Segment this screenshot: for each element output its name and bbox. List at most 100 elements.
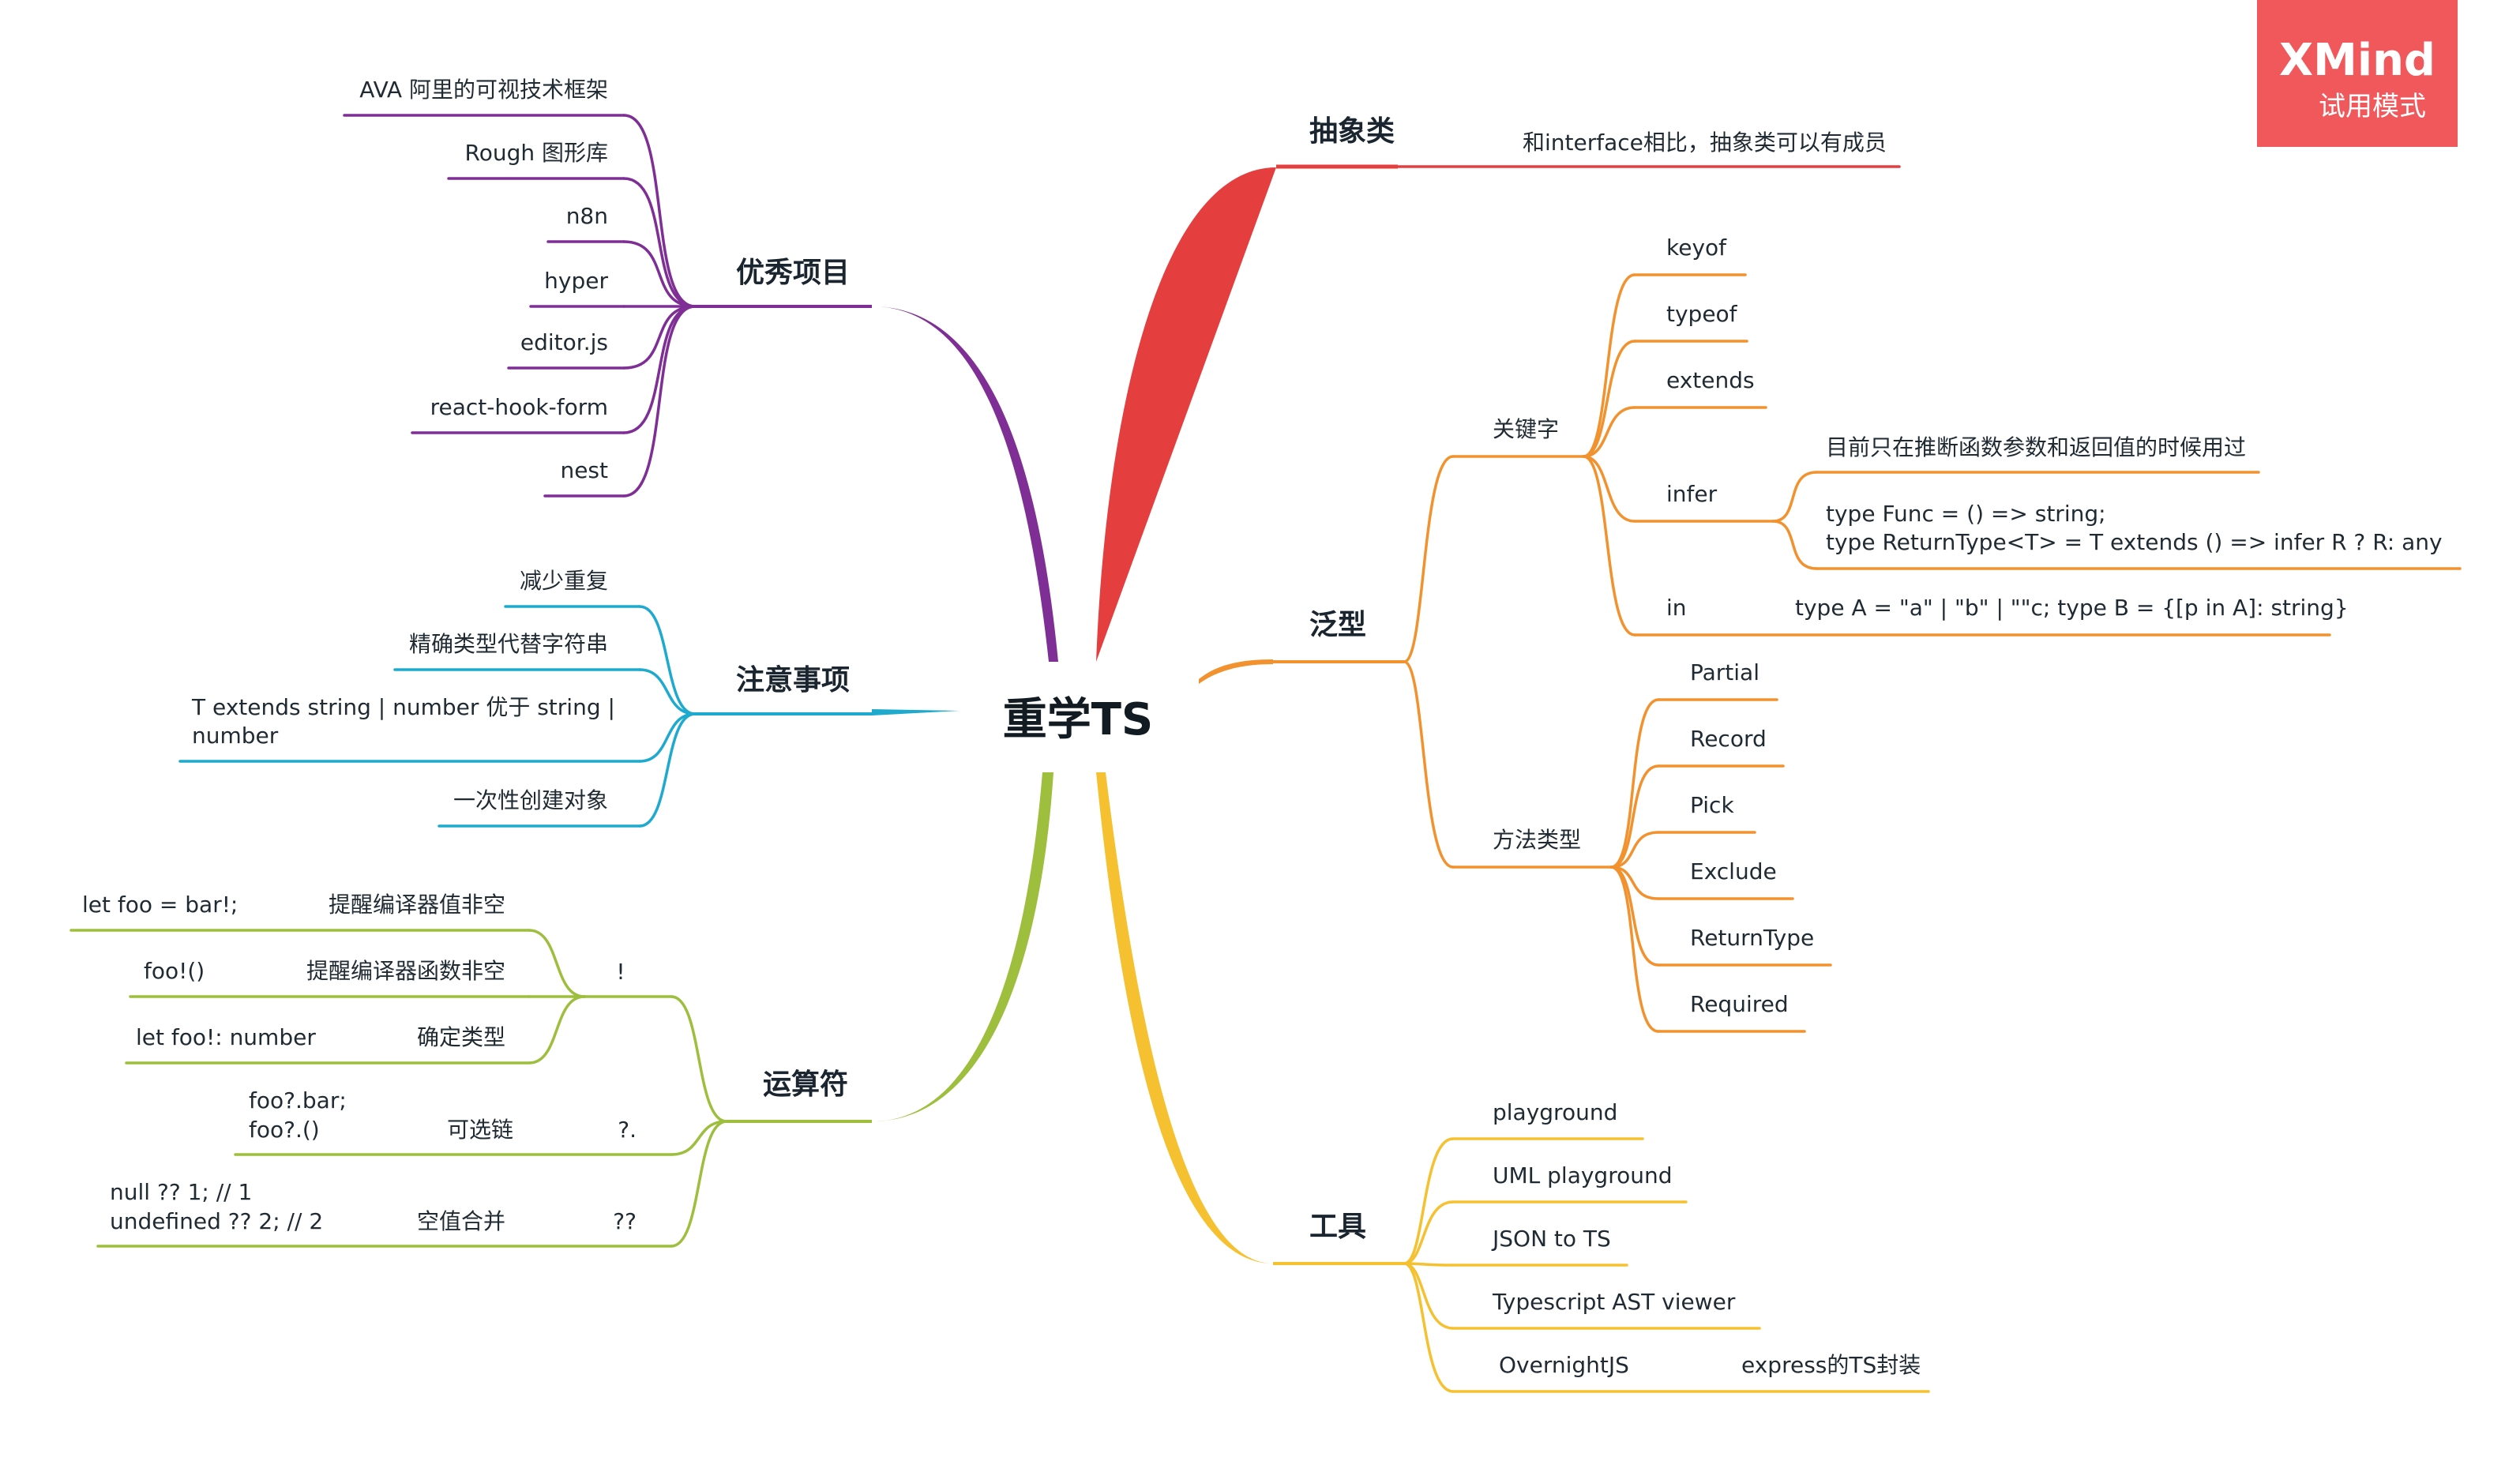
tool-overnightjs[interactable]: OvernightJS	[1499, 1352, 1629, 1378]
optional-chain-desc[interactable]: 可选链	[447, 1117, 513, 1143]
branch-label-tools[interactable]: 工具	[1309, 1211, 1366, 1243]
connector-method-types	[1403, 660, 1455, 869]
method-type-returntype[interactable]: ReturnType	[1690, 925, 1814, 951]
connector-infer-note-1	[1771, 520, 1818, 570]
tool-uml-playground[interactable]: UML playground	[1493, 1162, 1673, 1189]
branch-notes: 注意事项 减少重复 精确类型代替字符串 T extends string | n…	[178, 568, 960, 828]
nullish-example-1[interactable]: undefined ?? 2; // 2	[110, 1208, 323, 1234]
note-precise-types[interactable]: 精确类型代替字符串	[409, 631, 608, 657]
not-null-example-0[interactable]: let foo = bar!;	[82, 892, 238, 918]
method-type-partial[interactable]: Partial	[1690, 659, 1759, 685]
note-extends-union-continued[interactable]: number	[192, 723, 279, 749]
keyword-in[interactable]: in	[1666, 595, 1687, 621]
connector-nullish	[670, 1120, 728, 1248]
project-ava[interactable]: AVA 阿里的可视技术框架	[359, 77, 608, 103]
subtopic-method-types[interactable]: 方法类型	[1493, 827, 1581, 853]
leaf-abstract-0[interactable]: 和interface相比，抽象类可以有成员	[1523, 130, 1887, 156]
connector-project-6	[622, 305, 697, 498]
branch-connector-tools	[1096, 772, 1273, 1264]
nullish-symbol[interactable]: ??	[613, 1208, 637, 1234]
method-type-pick[interactable]: Pick	[1690, 792, 1734, 818]
infer-note-0[interactable]: 目前只在推断函数参数和返回值的时候用过	[1826, 434, 2246, 460]
optional-chain-example-1[interactable]: foo?.()	[249, 1117, 320, 1143]
keyword-extends[interactable]: extends	[1666, 367, 1755, 393]
connector-required	[1609, 866, 1660, 1033]
infer-note-1[interactable]: type Func = () => string;	[1826, 501, 2106, 527]
keyword-infer[interactable]: infer	[1666, 481, 1718, 507]
optional-chain-example-0[interactable]: foo?.bar;	[249, 1087, 347, 1113]
optional-chain-symbol[interactable]: ?.	[618, 1117, 637, 1143]
subtopic-keywords[interactable]: 关键字	[1493, 416, 1559, 442]
branch-connector-projects	[872, 306, 1058, 662]
watermark-title: XMind	[2279, 35, 2435, 86]
project-nest[interactable]: nest	[560, 457, 608, 483]
project-hyper[interactable]: hyper	[544, 268, 608, 294]
branch-operators: 运算符 ! 提醒编译器值非空 let foo = bar!; 提醒编译器函数非空…	[69, 772, 1053, 1248]
branch-label-notes[interactable]: 注意事项	[736, 664, 850, 697]
connector-project-1	[622, 177, 697, 308]
branch-generics: 泛型 关键字 方法类型 keyof typeof extends infer i…	[1199, 235, 2462, 1033]
not-null-desc-1[interactable]: 提醒编译器函数非空	[306, 958, 505, 984]
keyword-in-note[interactable]: type A = "a" | "b" | ""c; type B = {[p i…	[1795, 595, 2349, 621]
method-type-required[interactable]: Required	[1690, 991, 1789, 1017]
connector-returntype	[1609, 866, 1660, 967]
connector-project-5	[622, 305, 697, 434]
tool-overnightjs-note[interactable]: express的TS封装	[1741, 1352, 1921, 1378]
connector-project-0	[622, 114, 697, 308]
project-n8n[interactable]: n8n	[566, 203, 608, 229]
not-null-example-2[interactable]: let foo!: number	[136, 1024, 316, 1050]
connector-infer	[1582, 455, 1636, 523]
not-null-desc-2[interactable]: 确定类型	[417, 1024, 505, 1050]
xmind-watermark: XMind 试用模式	[2257, 0, 2458, 147]
branch-projects: 优秀项目 AVA 阿里的可视技术框架 Rough 图形库 n8n hyper e…	[343, 77, 1058, 662]
tool-json-to-ts[interactable]: JSON to TS	[1491, 1226, 1611, 1252]
tool-playground[interactable]: playground	[1493, 1099, 1617, 1125]
connector-tool-3	[1403, 1262, 1455, 1330]
branch-abstract-class: 抽象类 和interface相比，抽象类可以有成员	[1096, 115, 1901, 662]
connector-extends	[1582, 406, 1636, 458]
connector-tool-4	[1403, 1262, 1455, 1393]
connector-tool-0	[1403, 1137, 1455, 1265]
note-extends-union[interactable]: T extends string | number 优于 string |	[191, 694, 615, 720]
branch-label-operators[interactable]: 运算符	[763, 1068, 848, 1101]
connector-note-3	[638, 712, 697, 828]
project-react-hook-form[interactable]: react-hook-form	[430, 394, 608, 420]
branch-connector-notes	[872, 709, 960, 715]
branch-label-generics[interactable]: 泛型	[1309, 609, 1366, 641]
branch-connector-operators	[872, 772, 1053, 1121]
nullish-desc[interactable]: 空值合并	[417, 1208, 505, 1234]
not-null-desc-0[interactable]: 提醒编译器值非空	[329, 892, 505, 918]
connector-project-4	[622, 305, 697, 370]
branch-tools: 工具 playground UML playground JSON to TS …	[1096, 772, 1930, 1393]
project-editorjs[interactable]: editor.js	[520, 329, 608, 355]
method-type-exclude[interactable]: Exclude	[1690, 858, 1777, 884]
connector-partial	[1609, 698, 1660, 869]
connector-keyof	[1582, 273, 1636, 458]
connector-not-null	[670, 995, 728, 1123]
note-create-once[interactable]: 一次性创建对象	[453, 787, 608, 813]
watermark-subtitle: 试用模式	[2319, 91, 2426, 122]
branch-label-abstract[interactable]: 抽象类	[1309, 115, 1395, 148]
tool-ast-viewer[interactable]: Typescript AST viewer	[1492, 1289, 1736, 1315]
connector-note-2	[638, 712, 697, 763]
note-reduce-duplication[interactable]: 减少重复	[520, 568, 608, 594]
project-rough[interactable]: Rough 图形库	[465, 140, 609, 166]
keyword-typeof[interactable]: typeof	[1666, 301, 1738, 327]
root-topic[interactable]: 重学TS	[1003, 694, 1154, 745]
operator-not-null-symbol[interactable]: !	[616, 959, 625, 985]
not-null-example-1[interactable]: foo!()	[144, 958, 205, 984]
connector-record	[1609, 764, 1660, 869]
connector-project-2	[622, 240, 697, 308]
infer-note-2[interactable]: type ReturnType<T> = T extends () => inf…	[1826, 529, 2443, 555]
method-type-record[interactable]: Record	[1690, 726, 1767, 752]
connector-keywords	[1403, 455, 1455, 663]
connector-typeof	[1582, 340, 1636, 458]
branch-label-projects[interactable]: 优秀项目	[736, 257, 850, 289]
connector-not-null-0	[528, 929, 586, 998]
keyword-keyof[interactable]: keyof	[1666, 235, 1727, 261]
connector-exclude	[1609, 866, 1660, 900]
nullish-example-0[interactable]: null ?? 1; // 1	[110, 1179, 252, 1205]
connector-infer-note-0	[1771, 471, 1818, 523]
connector-in	[1582, 455, 1636, 636]
